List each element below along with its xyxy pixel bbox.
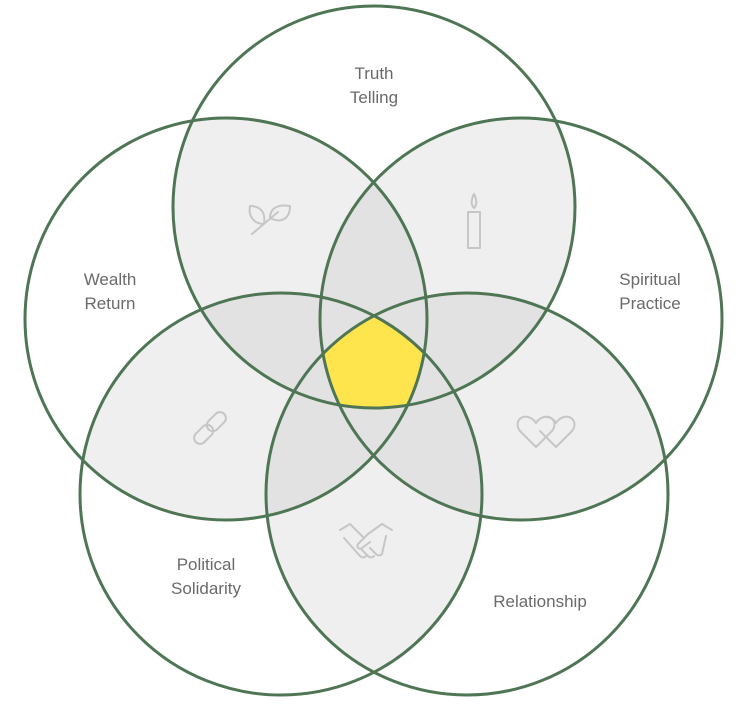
triple-overlap-region [173, 293, 427, 408]
triple-overlap-region-clip [320, 293, 575, 408]
triple-overlap-region-clip [320, 293, 482, 520]
label-line: Political [177, 555, 236, 574]
handshake-icon [339, 523, 393, 559]
candle-icon [467, 193, 481, 249]
circle-political [78, 291, 484, 697]
label-line: Relationship [493, 592, 587, 611]
chain-link-icon-part [205, 411, 227, 433]
icon-candle [467, 193, 481, 249]
label-line: Practice [619, 294, 680, 313]
label-relationship: Relationship [493, 592, 587, 611]
triple-overlap-region [320, 293, 482, 520]
triple-overlap-region-clip [320, 293, 482, 520]
circle-relationship [264, 291, 670, 697]
chain-link-icon [193, 423, 215, 445]
triple-overlap-region-clip [173, 293, 427, 408]
label-line: Solidarity [171, 579, 241, 598]
icon-handshake [339, 523, 393, 559]
icon-chain [193, 411, 227, 445]
triple-overlap-region-clip [320, 118, 427, 408]
hearts-icon [516, 415, 576, 448]
label-line: Truth [354, 64, 393, 83]
circle-truth [171, 4, 577, 410]
label-line: Wealth [84, 270, 137, 289]
icon-hearts [516, 415, 576, 448]
triple-overlap-region [320, 293, 575, 408]
label-line: Return [84, 294, 135, 313]
triple-overlap-region-clip [173, 293, 427, 408]
circle-wealth [23, 116, 429, 522]
icon-leaf [248, 204, 291, 235]
leaf-icon [248, 204, 291, 235]
label-line: Spiritual [619, 270, 680, 289]
triple-overlap-region [320, 118, 427, 408]
triple-overlap-region-clip [320, 118, 427, 408]
label-line: Telling [350, 88, 398, 107]
triple-overlap-region-clip [320, 293, 575, 408]
circle-spiritual [318, 116, 724, 522]
